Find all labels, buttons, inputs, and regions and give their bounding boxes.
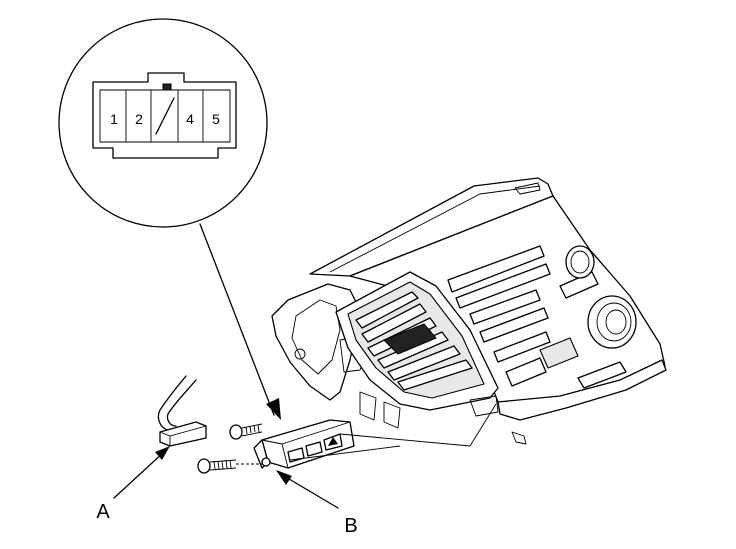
volume-knob-inner <box>570 250 590 274</box>
pointer-line <box>199 223 275 416</box>
switch-button <box>305 441 323 457</box>
shroud-notch <box>514 182 541 195</box>
guide-line <box>469 403 497 447</box>
screw-shank <box>241 423 263 437</box>
pin-label: 4 <box>186 111 194 127</box>
installation-lines <box>289 403 497 461</box>
volume-knob <box>565 245 595 279</box>
pin-label: 2 <box>135 111 143 127</box>
trim-tab <box>469 395 499 417</box>
panel-button <box>469 289 541 325</box>
mounting-screws <box>197 423 263 474</box>
panel-button <box>577 361 627 389</box>
panel-button-dark <box>539 337 579 369</box>
connector-detail-view: 1 2 4 5 <box>58 18 268 228</box>
harness-plug-edge <box>159 425 207 446</box>
trim-clip <box>511 431 527 445</box>
climate-knob-inner <box>596 302 632 342</box>
pin-label: 5 <box>212 111 220 127</box>
callout-b: B <box>276 470 358 537</box>
harness-wire <box>166 379 197 427</box>
hazard-triangle-icon <box>328 437 338 446</box>
empty-cavity-mark <box>155 97 175 135</box>
climate-knob-center <box>605 309 627 335</box>
magnifier-circle <box>58 18 268 228</box>
switch-body-edge <box>281 421 351 445</box>
center-panel <box>271 177 667 445</box>
mount-tab <box>359 391 377 421</box>
callout-a: A <box>96 446 170 523</box>
guide-line <box>339 433 471 447</box>
screw-lower <box>197 458 237 474</box>
panel-slot <box>455 263 551 309</box>
panel-button <box>493 331 551 363</box>
screw-head <box>229 424 243 440</box>
screw-thread <box>245 424 260 435</box>
switch-assembly <box>253 419 355 469</box>
panel-lower-trim <box>497 359 667 421</box>
screw-head <box>197 458 211 474</box>
magnifier-pointer <box>199 223 281 420</box>
harness-wire <box>157 375 187 431</box>
connector-socket <box>261 457 271 467</box>
callout-a-label: A <box>96 501 110 523</box>
harness-connector <box>157 375 207 447</box>
pointer-arrowhead <box>266 398 281 420</box>
bracket-recess <box>291 299 341 375</box>
panel-slot <box>447 245 545 293</box>
callout-a-arrowhead <box>155 446 170 460</box>
pin-label: 1 <box>110 111 118 127</box>
callout-b-arrowhead <box>276 470 292 485</box>
guide-line <box>289 445 401 461</box>
mount-tab <box>383 401 401 429</box>
connector-latch <box>162 83 172 91</box>
screw-thread <box>213 459 232 470</box>
vent-louver <box>355 291 419 329</box>
vent-louver <box>361 303 427 343</box>
vent-louver <box>387 345 461 381</box>
bracket-hole <box>294 348 306 360</box>
panel-button <box>479 307 549 343</box>
callout-a-leader <box>113 451 165 499</box>
callout-b-leader <box>283 475 339 509</box>
connector-inner-outline <box>99 89 231 143</box>
harness-plug <box>159 421 207 447</box>
climate-knob <box>587 295 637 349</box>
vent-knob <box>383 323 437 355</box>
shroud-edge <box>329 185 541 273</box>
panel-knobs <box>565 245 637 349</box>
callout-b-label: B <box>344 515 357 537</box>
control-panel-buttons <box>447 245 627 389</box>
connector-housing <box>92 72 237 159</box>
vent-louver <box>397 359 473 391</box>
screw-upper <box>229 423 263 440</box>
panel-button <box>505 357 547 387</box>
